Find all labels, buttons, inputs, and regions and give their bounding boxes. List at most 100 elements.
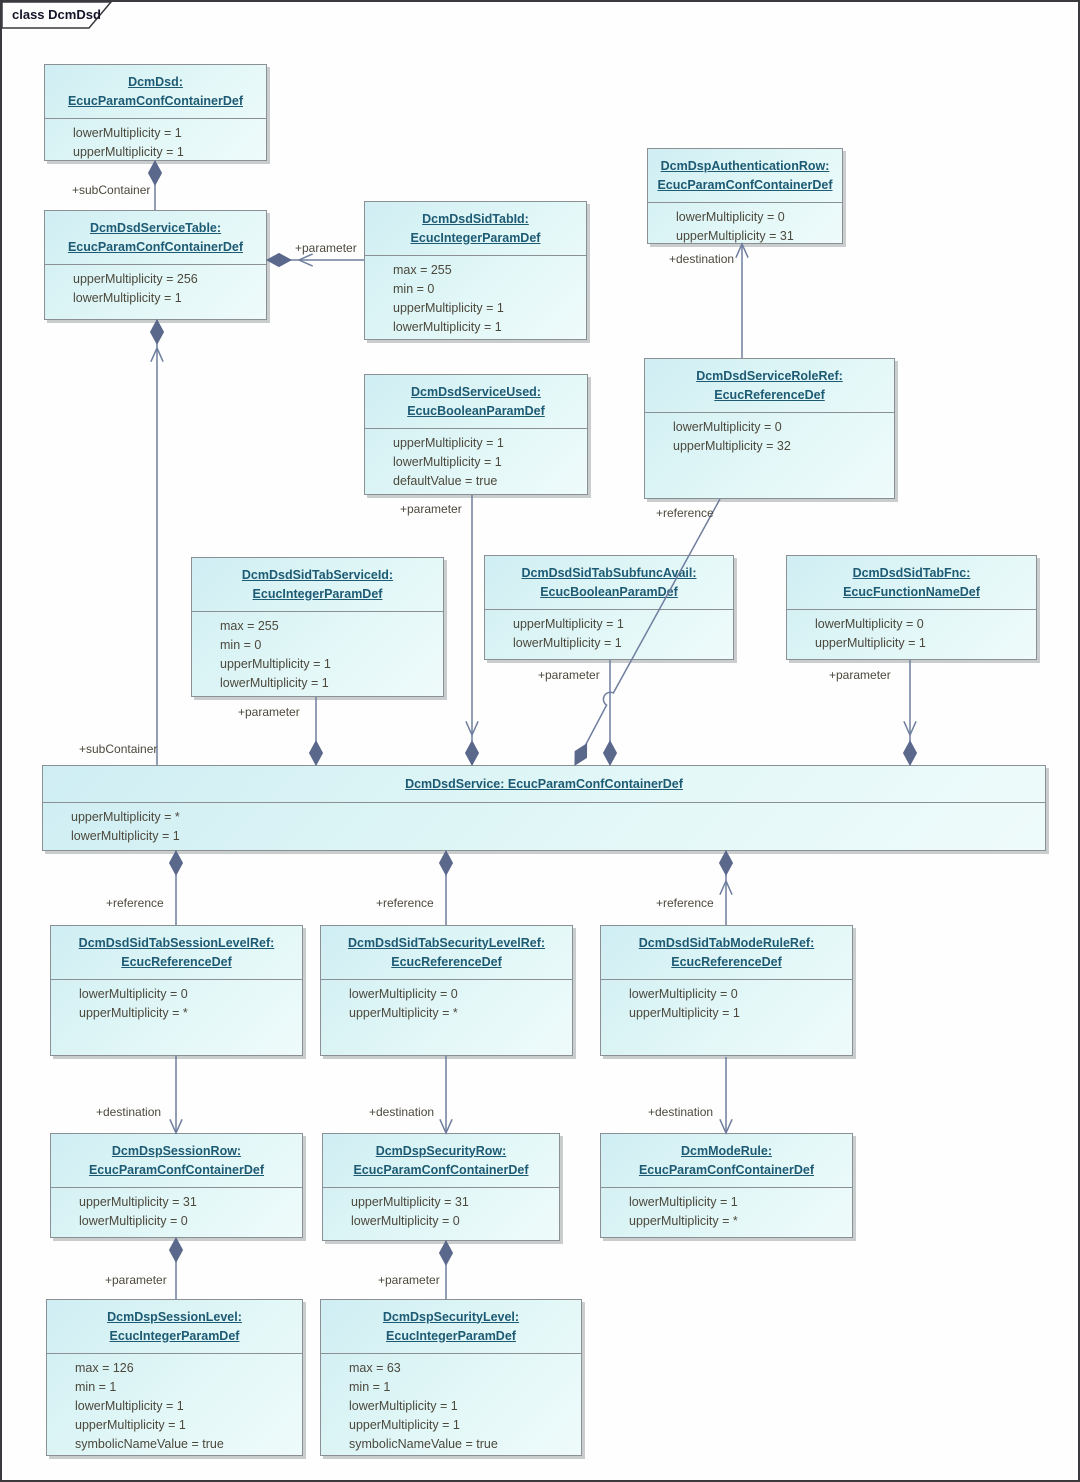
- class-attribute: min = 1: [349, 1380, 391, 1394]
- class-title-line: EcucIntegerParamDef: [252, 586, 383, 601]
- class-attribute: lowerMultiplicity = 0: [673, 420, 782, 434]
- class-attributes: lowerMultiplicity = 1 upperMultiplicity =…: [45, 119, 266, 162]
- class-title: DcmDsdService: EcucParamConfContainerDef: [43, 766, 1045, 803]
- class-title: DcmDsdSidTabSessionLevelRef:EcucReferenc…: [51, 926, 302, 980]
- class-title: DcmDsdSidTabServiceId: EcucIntegerParamDe…: [192, 558, 443, 612]
- connector-label: +reference: [656, 896, 714, 910]
- connector-label: +parameter: [538, 668, 600, 682]
- frame-tab: [2, 2, 112, 29]
- class-title-line: EcucReferenceDef: [671, 954, 782, 969]
- class-title-line: EcucParamConfContainerDef: [67, 93, 244, 108]
- class-title-line: DcmDspSessionRow:: [111, 1143, 242, 1158]
- class-title-line: EcucIntegerParamDef: [386, 1328, 516, 1343]
- class-title: DcmDsdServiceUsed:EcucBooleanParamDef: [365, 375, 587, 429]
- class-box-sessionrow[interactable]: DcmDspSessionRow:EcucParamConfContainerD…: [50, 1133, 303, 1238]
- class-title-line: DcmDsdService: EcucParamConfContainerDef: [405, 776, 683, 791]
- connector-label: +subContainer: [72, 183, 151, 197]
- class-attributes: upperMultiplicity = *lowerMultiplicity =…: [43, 803, 1045, 846]
- class-box-moderuleref[interactable]: DcmDsdSidTabModeRuleRef:EcucReferenceDef…: [600, 925, 853, 1056]
- class-title-line: EcucIntegerParamDef: [410, 230, 541, 245]
- class-title: DcmModeRule:EcucParamConfContainerDef: [601, 1134, 852, 1188]
- class-title: DcmDsdSidTabSecurityLevelRef:EcucReferen…: [321, 926, 572, 980]
- class-attribute: lowerMultiplicity = 0: [676, 210, 785, 224]
- class-attribute: lowerMultiplicity = 1: [71, 829, 180, 843]
- class-attribute: lowerMultiplicity = 1: [73, 126, 182, 140]
- connector-label: +destination: [669, 252, 735, 266]
- class-box-dcmdsd[interactable]: DcmDsd: EcucParamConfContainerDef lowerMul…: [44, 64, 267, 161]
- class-title-line: DcmDsdSidTabSubfuncAvail:: [521, 565, 697, 580]
- class-attribute: max = 255: [220, 619, 279, 633]
- class-attributes: lowerMultiplicity = 0 upperMultiplicity =…: [648, 203, 842, 246]
- connector-label: +parameter: [105, 1273, 167, 1287]
- open-arrowhead-icon: [719, 879, 733, 896]
- class-box-roleref[interactable]: DcmDsdServiceRoleRef:EcucReferenceDef low…: [644, 358, 895, 499]
- open-arrowhead-icon: [465, 720, 479, 737]
- class-box-securitylevelref[interactable]: DcmDsdSidTabSecurityLevelRef:EcucReferen…: [320, 925, 573, 1056]
- class-title: DcmDsd: EcucParamConfContainerDef: [45, 65, 266, 119]
- class-box-sidtabserviceid[interactable]: DcmDsdSidTabServiceId: EcucIntegerParamDe…: [191, 557, 444, 697]
- aggregation-diamond-icon: [265, 252, 293, 268]
- class-attribute: max = 63: [349, 1361, 401, 1375]
- connector-label: +parameter: [400, 502, 462, 516]
- class-attribute: upperMultiplicity = 1: [73, 145, 184, 159]
- aggregation-diamond-icon: [168, 1236, 184, 1264]
- class-box-securityrow[interactable]: DcmDspSecurityRow:EcucParamConfContainer…: [322, 1133, 560, 1241]
- class-attribute: min = 1: [75, 1380, 117, 1394]
- class-title-line: DcmDsdSidTabServiceId:: [241, 567, 394, 582]
- class-attribute: upperMultiplicity = 1: [393, 436, 504, 450]
- class-title-line: DcmDsd:: [128, 74, 183, 89]
- class-title: DcmDsdServiceRoleRef:EcucReferenceDef: [645, 359, 894, 413]
- class-title-line: EcucIntegerParamDef: [109, 1328, 240, 1343]
- class-attribute: lowerMultiplicity = 1: [513, 636, 622, 650]
- class-title: DcmDspSessionRow:EcucParamConfContainerD…: [51, 1134, 302, 1188]
- class-title-line: EcucParamConfContainerDef: [657, 177, 833, 192]
- connector-label: +reference: [376, 896, 434, 910]
- aggregation-diamond-icon: [438, 849, 454, 877]
- class-title-line: EcucReferenceDef: [714, 387, 825, 402]
- class-title: DcmDspSecurityRow:EcucParamConfContainer…: [323, 1134, 559, 1188]
- open-arrowhead-icon: [169, 1118, 183, 1135]
- class-title: DcmDsdServiceTable:EcucParamConfContaine…: [45, 211, 266, 265]
- class-title-line: EcucParamConfContainerDef: [67, 239, 244, 254]
- connector-label: +reference: [656, 506, 714, 520]
- class-attribute: lowerMultiplicity = 1: [393, 320, 502, 334]
- aggregation-diamond-icon: [147, 159, 163, 187]
- class-title-line: EcucReferenceDef: [391, 954, 502, 969]
- class-box-sessionlevelref[interactable]: DcmDsdSidTabSessionLevelRef:EcucReferenc…: [50, 925, 303, 1056]
- class-attribute: lowerMultiplicity = 1: [629, 1195, 738, 1209]
- class-box-subfuncavail[interactable]: DcmDsdSidTabSubfuncAvail:EcucBooleanPara…: [484, 555, 734, 660]
- class-title-line: DcmDsdSidTabId:: [422, 211, 529, 226]
- class-attribute: upperMultiplicity = 31: [676, 229, 794, 243]
- class-attribute: min = 0: [393, 282, 435, 296]
- open-arrowhead-icon: [719, 1118, 733, 1135]
- class-box-service[interactable]: DcmDsdService: EcucParamConfContainerDef…: [42, 765, 1046, 851]
- class-box-servicetable[interactable]: DcmDsdServiceTable:EcucParamConfContaine…: [44, 210, 267, 320]
- class-attribute: min = 0: [220, 638, 262, 652]
- class-title-line: DcmModeRule:: [681, 1143, 772, 1158]
- class-title-line: EcucBooleanParamDef: [407, 403, 545, 418]
- class-box-authrow[interactable]: DcmDspAuthenticationRow:EcucParamConfCon…: [647, 148, 843, 244]
- class-attribute: upperMultiplicity = 31: [79, 1195, 197, 1209]
- aggregation-diamond-icon: [464, 739, 480, 767]
- class-attribute: lowerMultiplicity = 0: [79, 987, 188, 1001]
- class-attribute: lowerMultiplicity = 1: [349, 1399, 458, 1413]
- open-arrowhead-icon: [439, 1118, 453, 1135]
- open-arrowhead-icon: [297, 253, 314, 267]
- open-arrowhead-icon: [903, 720, 917, 737]
- class-attribute: symbolicNameValue = true: [75, 1437, 224, 1451]
